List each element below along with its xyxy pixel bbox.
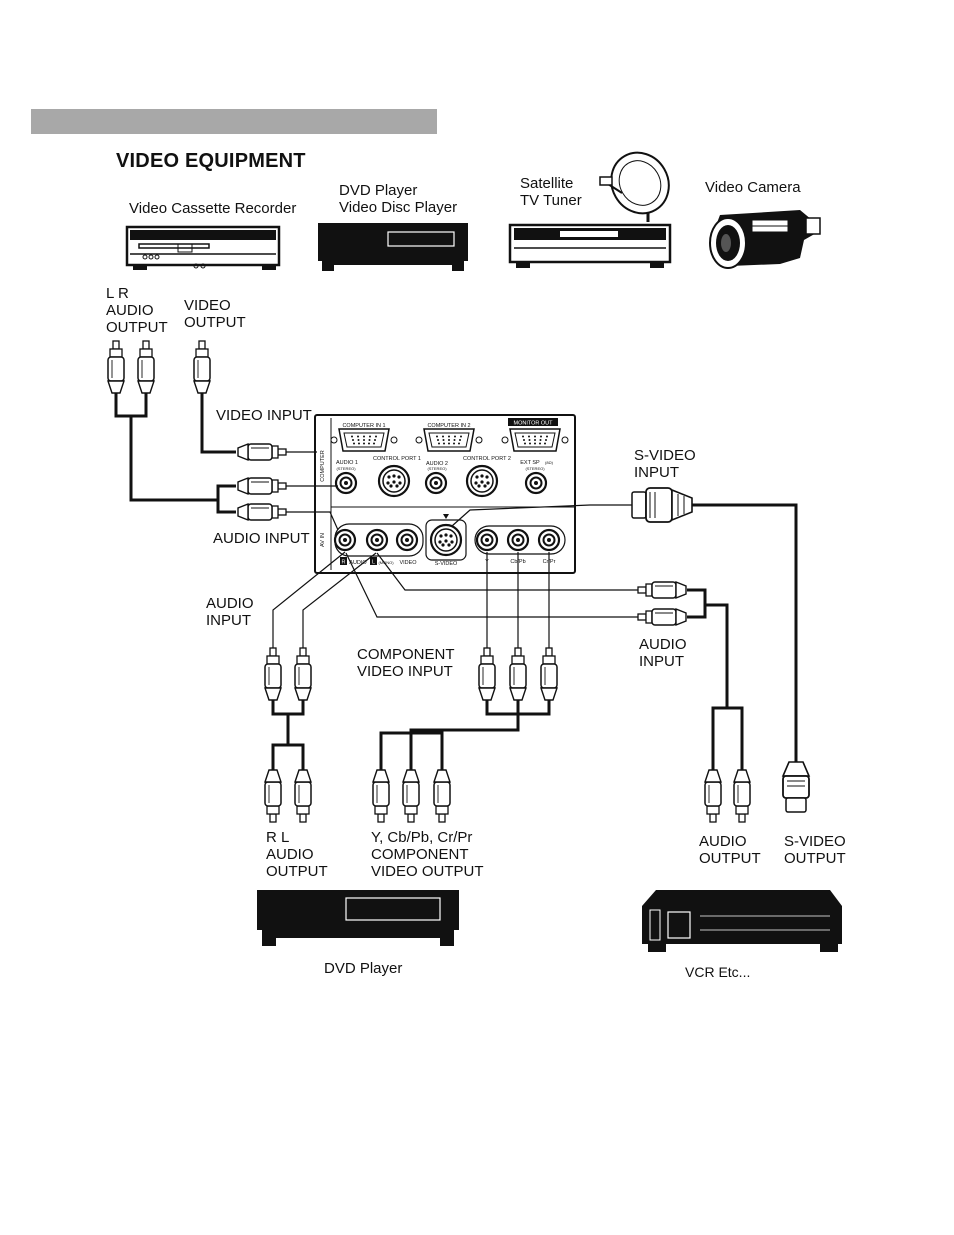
dvd-player-device-icon <box>318 223 468 271</box>
svideo-input-plug <box>631 487 693 523</box>
svideo-output-plug <box>781 761 811 813</box>
dvd-player-bottom-label: DVD Player <box>324 960 403 977</box>
ext-sp-label: EXT SP <box>520 460 540 466</box>
plug-component-in-cb <box>509 647 527 701</box>
monitor-out-label: MONITOR OUT <box>513 421 553 427</box>
section-header-bar <box>31 109 437 134</box>
plug-video-out <box>193 340 211 394</box>
component-video-output-label: Y, Cb/Pb, Cr/Pr COMPONENT VIDEO OUTPUT <box>371 829 484 880</box>
control-port-2-port <box>465 464 499 498</box>
svideo-input-label: S-VIDEO INPUT <box>634 447 696 481</box>
satellite-tuner-device-icon <box>508 151 672 268</box>
video-camera-device-icon <box>709 210 821 269</box>
audio-2-jack <box>424 471 448 495</box>
audio-1-stereo-label: (STEREO) <box>336 466 356 471</box>
video-jack <box>395 528 419 552</box>
plug-r-audio-out <box>137 340 155 394</box>
video-output-label: VIDEO OUTPUT <box>184 297 246 331</box>
svideo-port <box>429 523 463 557</box>
audio-l-mono-jack <box>365 528 389 552</box>
component-cb-jack <box>506 528 530 552</box>
component-video-input-label: COMPONENT VIDEO INPUT <box>357 646 455 680</box>
ext-sp-ohm-label: (8Ω) <box>545 460 554 465</box>
vcr-device-icon <box>125 225 281 270</box>
plug-audio-out-r <box>264 769 282 823</box>
plug-component-in-cr <box>540 647 558 701</box>
audio-1-label: AUDIO 1 <box>336 460 358 466</box>
satellite-label: Satellite TV Tuner <box>520 175 582 209</box>
plug-audio-out-right-1 <box>704 769 722 823</box>
audio-r-jack <box>333 528 357 552</box>
svideo-output-label: S-VIDEO OUTPUT <box>784 833 846 867</box>
plug-audio-out-right-2 <box>733 769 751 823</box>
audio-input-label-mid: AUDIO INPUT <box>206 595 254 629</box>
plug-audio-in-mid-l <box>294 647 312 701</box>
plug-component-in-y <box>478 647 496 701</box>
vcr-bottom-label: VCR Etc... <box>685 964 751 980</box>
vcr-label: Video Cassette Recorder <box>129 200 297 217</box>
audio-input-label-left: AUDIO INPUT <box>213 530 310 547</box>
audio-word-label: AUDIO <box>349 560 367 566</box>
panel-av-in-side-label: AV IN <box>320 533 326 547</box>
plug-component-out-cr <box>433 769 451 823</box>
vcr-bottom-device-icon <box>642 890 842 952</box>
panel-computer-side-label: COMPUTER <box>320 450 326 482</box>
plug-audio-out-l <box>294 769 312 823</box>
rl-audio-output-label: R L AUDIO OUTPUT <box>266 829 328 880</box>
plug-video-in <box>237 443 287 461</box>
audio-r-badge: R <box>342 560 346 566</box>
dvd-player-bottom-device-icon <box>257 890 459 946</box>
component-cr-jack <box>537 528 561 552</box>
control-port-2-label: CONTROL PORT 2 <box>463 456 511 462</box>
audio-output-label-right: AUDIO OUTPUT <box>699 833 761 867</box>
audio-l-badge: L <box>372 560 375 566</box>
plug-audio-in-right-2 <box>637 608 687 626</box>
plug-audio-in-mid-r <box>264 647 282 701</box>
component-y-jack <box>475 528 499 552</box>
cables <box>114 393 798 770</box>
video-word-label: VIDEO <box>399 560 417 566</box>
lr-audio-output-label: L R AUDIO OUTPUT <box>106 285 168 336</box>
audio-2-label: AUDIO 2 <box>426 461 448 467</box>
plug-component-out-y <box>372 769 390 823</box>
audio-mono-label: (MONO) <box>378 560 394 565</box>
computer-in-1-label: COMPUTER IN 1 <box>342 423 385 429</box>
audio-1-jack <box>334 471 358 495</box>
control-port-1-label: CONTROL PORT 1 <box>373 456 421 462</box>
plug-component-out-cb <box>402 769 420 823</box>
computer-in-2-label: COMPUTER IN 2 <box>427 423 470 429</box>
thin-leads <box>272 451 646 648</box>
projector-connector-panel: COMPUTER AV IN COMPUTER IN 1 COMPUTER IN… <box>314 414 576 574</box>
dvd-player-label: DVD Player Video Disc Player <box>339 182 458 216</box>
plug-audio-in-2 <box>237 503 287 521</box>
control-port-1-port <box>377 464 411 498</box>
audio-2-stereo-label: (STEREO) <box>427 466 447 471</box>
plug-l-audio-out <box>107 340 125 394</box>
plug-audio-in-1 <box>237 477 287 495</box>
video-camera-label: Video Camera <box>705 179 801 196</box>
audio-input-label-right: AUDIO INPUT <box>639 636 687 670</box>
video-input-label: VIDEO INPUT <box>216 407 312 424</box>
svideo-panel-label: S-VIDEO <box>435 561 458 567</box>
ext-sp-jack <box>524 471 548 495</box>
page-title: VIDEO EQUIPMENT <box>116 150 306 172</box>
ext-sp-stereo-label: (STEREO) <box>525 466 545 471</box>
plug-audio-in-right-1 <box>637 581 687 599</box>
